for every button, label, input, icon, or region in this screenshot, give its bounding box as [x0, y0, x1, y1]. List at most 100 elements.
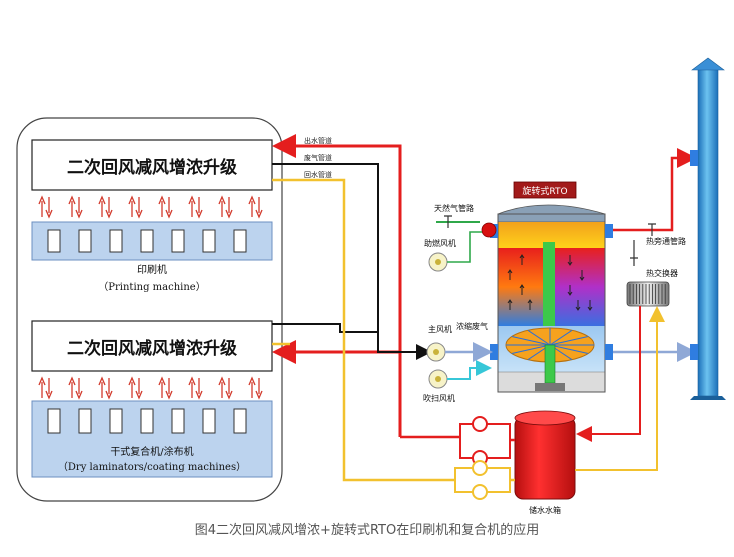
flow-up-arrow [519, 254, 525, 265]
rotary-valve-shaft [544, 344, 556, 384]
outlet-water-pipe-label: 出水管道 [304, 136, 332, 145]
concentrated-gas-label: 浓缩废气 [456, 321, 488, 331]
airflow-up-arrow [248, 376, 256, 398]
airflow-up-arrow [128, 376, 136, 398]
machine-unit [171, 229, 185, 253]
printing-machine-label: 印刷机 [137, 263, 167, 276]
natural-gas-label: 天然气管路 [434, 203, 474, 213]
red-pump-line [400, 435, 515, 442]
airflow-down-arrow [225, 197, 233, 219]
flow-down-arrow [587, 300, 593, 311]
chimney-base [690, 396, 726, 400]
airflow-up-arrow [158, 195, 166, 217]
flow-down-arrow [579, 270, 585, 281]
red-pump-1 [472, 416, 488, 432]
airflow-down-arrow [255, 197, 263, 219]
valve-blade [511, 344, 551, 354]
purge-fan-hub [435, 376, 441, 382]
airflow-up-arrow [68, 195, 76, 217]
printing-units [47, 229, 247, 253]
tank-to-hx-line [575, 306, 665, 471]
flow-up-arrow [507, 269, 513, 280]
return-water-pipe-label: 回水管道 [304, 170, 332, 179]
airflow-down-arrow [255, 378, 263, 400]
airflow-down-arrow [165, 378, 173, 400]
machine-unit [47, 229, 61, 253]
airflow-down-arrow [105, 197, 113, 219]
water-tank-label: 储水水箱 [529, 505, 561, 515]
machine-unit [233, 229, 247, 253]
upgrade-box-top [31, 139, 273, 191]
machine-unit [109, 229, 123, 253]
rto-outlet-flange [605, 344, 613, 360]
machine-unit [78, 408, 92, 434]
rto-inlet-flange [490, 344, 498, 360]
burner-fan-duct [447, 231, 482, 263]
heat-exchanger-valve [630, 257, 638, 266]
rto-outline [497, 213, 606, 393]
machine-unit [140, 229, 154, 253]
airflow-up-arrow [158, 376, 166, 398]
purge-fan-duct [447, 360, 492, 380]
airflow-arrows-top [38, 195, 263, 219]
heat-exchanger-fins [629, 284, 666, 304]
natural-gas-valve [444, 215, 452, 228]
airflow-down-arrow [135, 197, 143, 219]
water-tank-top [514, 410, 576, 426]
airflow-up-arrow [188, 195, 196, 217]
airflow-up-arrow [218, 376, 226, 398]
burner-fan-label: 助燃风机 [424, 238, 456, 248]
rto-title: 旋转式RTO [522, 185, 567, 197]
valve-blade [549, 344, 589, 354]
chimney [697, 67, 719, 397]
machine-unit [47, 408, 61, 434]
outlet-water-pipe [272, 134, 402, 437]
airflow-down-arrow [45, 378, 53, 400]
airflow-up-arrow [68, 376, 76, 398]
airflow-up-arrow [38, 376, 46, 398]
machine-unit [140, 408, 154, 434]
rto-flow-arrows [507, 254, 593, 311]
machine-unit [233, 408, 247, 434]
purge-fan-label: 吹扫风机 [423, 393, 455, 403]
yellow-pump-1 [472, 460, 488, 476]
rto-center-duct [543, 242, 555, 334]
upgrade-box-bottom-title: 二次回风减风增浓升级 [67, 338, 237, 359]
airflow-up-arrow [98, 195, 106, 217]
laminator-label: 干式复合机/涂布机 [110, 445, 193, 458]
airflow-down-arrow [75, 378, 83, 400]
chimney-inlet-upper [690, 150, 698, 166]
valve-blade [527, 329, 551, 346]
main-fan-label: 主风机 [428, 324, 452, 334]
machine-unit [171, 408, 185, 434]
burner-fan-hub [435, 259, 441, 265]
valve-blade [549, 329, 573, 346]
exhaust-gas-pipe-branch [272, 323, 378, 333]
exhaust-gas-pipe [272, 163, 432, 360]
water-tank [514, 416, 576, 500]
printing-machine-label-en: （Printing machine） [98, 281, 205, 293]
main-fan-hub [433, 349, 439, 355]
valve-blade [511, 336, 551, 346]
airflow-up-arrow [38, 195, 46, 217]
upgrade-box-top-title: 二次回风减风增浓升级 [67, 157, 237, 178]
flow-up-arrow [527, 299, 533, 310]
valve-blade [549, 336, 589, 346]
machine-unit [202, 408, 216, 434]
airflow-down-arrow [195, 197, 203, 219]
airflow-up-arrow [218, 195, 226, 217]
chimney-inlet-lower [690, 344, 698, 360]
airflow-down-arrow [75, 197, 83, 219]
airflow-down-arrow [225, 378, 233, 400]
airflow-down-arrow [165, 197, 173, 219]
flow-down-arrow [567, 285, 573, 296]
airflow-down-arrow [135, 378, 143, 400]
rto-top-flange-right [605, 224, 613, 238]
airflow-up-arrow [188, 376, 196, 398]
laminator-label-en: （Dry laminators/coating machines） [58, 461, 246, 473]
airflow-down-arrow [105, 378, 113, 400]
hot-bypass-valve [648, 223, 656, 236]
flow-down-arrow [575, 300, 581, 311]
return-water-pipe [272, 178, 455, 482]
